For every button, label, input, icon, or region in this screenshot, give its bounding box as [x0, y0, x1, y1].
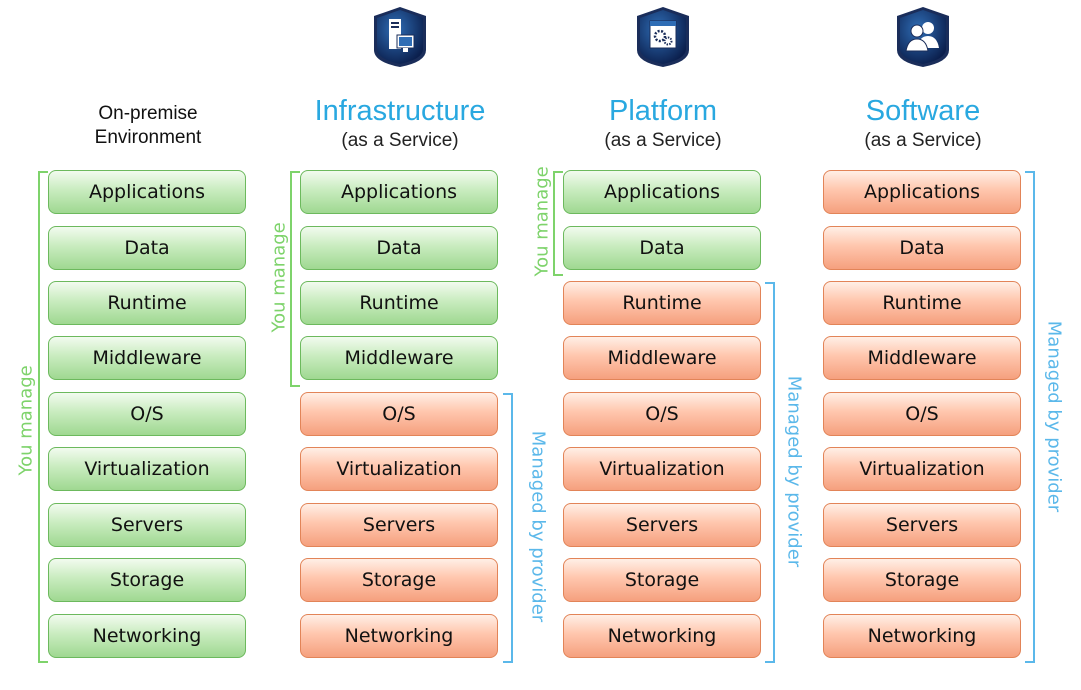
column-title: Software: [865, 95, 981, 127]
you-manage-label: You manage: [268, 222, 290, 333]
you-manage-label: You manage: [531, 166, 553, 277]
provider-label: Managed by provider: [527, 430, 549, 623]
layer-virtualization: Virtualization: [48, 447, 246, 491]
you-manage-bracket: [553, 171, 563, 276]
layer-networking: Networking: [563, 614, 761, 658]
provider-label: Managed by provider: [1043, 320, 1065, 513]
layer-applications: Applications: [823, 170, 1021, 214]
layer-storage: Storage: [563, 558, 761, 602]
you-manage-bracket: [290, 171, 300, 387]
layer-servers: Servers: [300, 503, 498, 547]
layer-data: Data: [48, 226, 246, 270]
layer-middleware: Middleware: [48, 336, 246, 380]
column-iaas: Infrastructure (as a Service) Applicatio…: [300, 0, 500, 690]
layer-networking: Networking: [48, 614, 246, 658]
layer-servers: Servers: [823, 503, 1021, 547]
provider-label: Managed by provider: [783, 375, 805, 568]
layer-applications: Applications: [48, 170, 246, 214]
layer-data: Data: [300, 226, 498, 270]
platform-icon: [637, 7, 689, 67]
column-subtitle: (as a Service): [864, 130, 982, 151]
you-manage-bracket: [38, 171, 48, 663]
layer-data: Data: [823, 226, 1021, 270]
layer-runtime: Runtime: [300, 281, 498, 325]
column-paas: Platform (as a Service) Applications Dat…: [563, 0, 763, 690]
provider-bracket: [765, 282, 775, 663]
layer-applications: Applications: [300, 170, 498, 214]
layer-runtime: Runtime: [563, 281, 761, 325]
layer-storage: Storage: [48, 558, 246, 602]
users-icon: [897, 7, 949, 67]
layer-middleware: Middleware: [563, 336, 761, 380]
layer-middleware: Middleware: [823, 336, 1021, 380]
layer-runtime: Runtime: [48, 281, 246, 325]
column-saas: Software (as a Service) Applications Dat…: [823, 0, 1023, 690]
layer-servers: Servers: [48, 503, 246, 547]
column-title: Infrastructure: [314, 95, 486, 127]
layer-os: O/S: [823, 392, 1021, 436]
layer-data: Data: [563, 226, 761, 270]
column-subtitle: (as a Service): [604, 130, 722, 151]
layer-servers: Servers: [563, 503, 761, 547]
layer-runtime: Runtime: [823, 281, 1021, 325]
server-icon: [374, 7, 426, 67]
layer-storage: Storage: [823, 558, 1021, 602]
you-manage-label: You manage: [15, 365, 37, 476]
layer-networking: Networking: [300, 614, 498, 658]
layer-virtualization: Virtualization: [563, 447, 761, 491]
column-title: On-premise Environment: [94, 103, 202, 148]
layer-os: O/S: [300, 392, 498, 436]
layer-storage: Storage: [300, 558, 498, 602]
provider-bracket: [1025, 171, 1035, 663]
layer-virtualization: Virtualization: [823, 447, 1021, 491]
layer-os: O/S: [563, 392, 761, 436]
column-title: Platform: [609, 95, 717, 127]
layer-applications: Applications: [563, 170, 761, 214]
layer-os: O/S: [48, 392, 246, 436]
column-subtitle: (as a Service): [341, 130, 459, 151]
column-on-premise: On-premise Environment Applications Data…: [48, 0, 248, 690]
layer-virtualization: Virtualization: [300, 447, 498, 491]
provider-bracket: [503, 393, 513, 663]
layer-networking: Networking: [823, 614, 1021, 658]
layer-middleware: Middleware: [300, 336, 498, 380]
